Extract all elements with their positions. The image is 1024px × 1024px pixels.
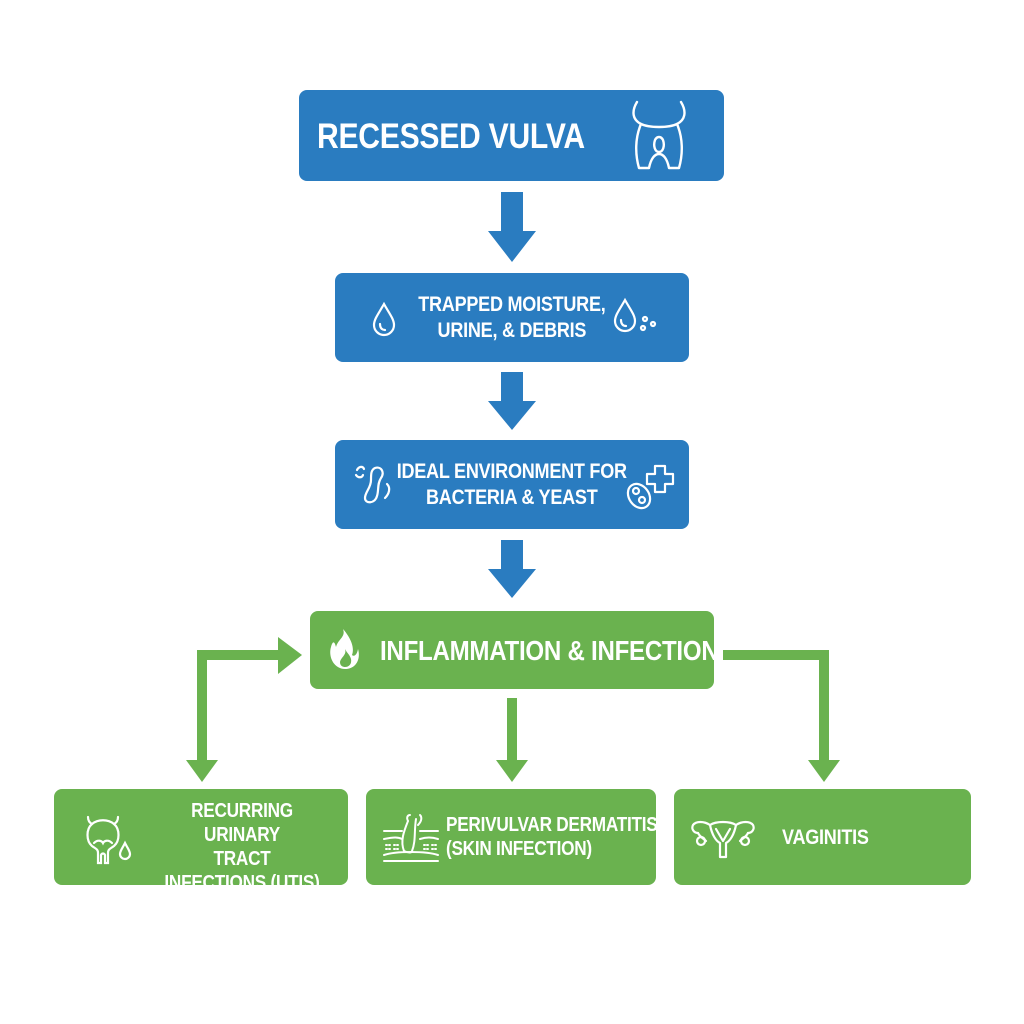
node-trapped-moisture: TRAPPED MOISTURE, URINE, & DEBRIS: [335, 273, 689, 362]
flame-icon: [330, 629, 359, 669]
node-ideal-environment-line2: BACTERIA & YEAST: [426, 485, 598, 509]
node-dermatitis: PERIVULVAR DERMATITIS (SKIN INFECTION): [366, 789, 658, 885]
node-trapped-moisture-text: TRAPPED MOISTURE, URINE, & DEBRIS: [403, 292, 621, 342]
uterus-icon: [691, 820, 755, 859]
arrow-environment-to-inflammation: [488, 540, 536, 598]
drop-with-debris-icon: [613, 297, 657, 333]
node-inflammation-label: INFLAMMATION & INFECTION: [380, 635, 719, 666]
node-ideal-environment-text: IDEAL ENVIRONMENT FOR BACTERIA & YEAST: [378, 459, 646, 509]
node-trapped-moisture-line1: TRAPPED MOISTURE,: [418, 293, 606, 317]
node-dermatitis-line2: (SKIN INFECTION): [446, 838, 592, 860]
node-utis-line1: RECURRING URINARY: [191, 800, 293, 846]
yeast-cell-icon: [626, 464, 675, 510]
dog-rear-icon: [632, 100, 686, 170]
node-utis-text: RECURRING URINARY TRACT INFECTIONS (UTIS…: [144, 799, 340, 895]
arrow-inflammation-to-dermatitis: [496, 698, 528, 782]
node-utis-line2: TRACT: [213, 848, 271, 870]
node-recessed-vulva-label: RECESSED VULVA: [317, 117, 585, 156]
bladder-icon: [86, 815, 132, 865]
node-dermatitis-line1: PERIVULVAR DERMATITIS: [446, 814, 658, 836]
node-vaginitis-label: VAGINITIS: [782, 826, 869, 849]
arrow-vulva-to-moisture: [488, 192, 536, 262]
node-vaginitis: VAGINITIS: [674, 789, 971, 885]
bacteria-icon: [354, 465, 391, 504]
node-ideal-environment: IDEAL ENVIRONMENT FOR BACTERIA & YEAST: [335, 440, 689, 529]
arrow-inflammation-to-vaginitis: [723, 650, 840, 782]
node-utis: RECURRING URINARY TRACT INFECTIONS (UTIS…: [54, 789, 348, 894]
node-ideal-environment-line1: IDEAL ENVIRONMENT FOR: [396, 460, 628, 484]
water-drop-icon: [372, 301, 396, 337]
arrow-moisture-to-environment: [488, 372, 536, 430]
node-trapped-moisture-line2: URINE, & DEBRIS: [437, 318, 587, 342]
node-inflammation: INFLAMMATION & INFECTION: [310, 611, 719, 689]
node-recessed-vulva: RECESSED VULVA: [299, 90, 724, 181]
node-utis-line3: INFECTIONS (UTIS): [164, 872, 320, 894]
node-dermatitis-text: PERIVULVAR DERMATITIS (SKIN INFECTION): [446, 813, 692, 861]
skin-layer-icon: [383, 814, 439, 862]
arrow-utis-loop: [186, 637, 302, 782]
